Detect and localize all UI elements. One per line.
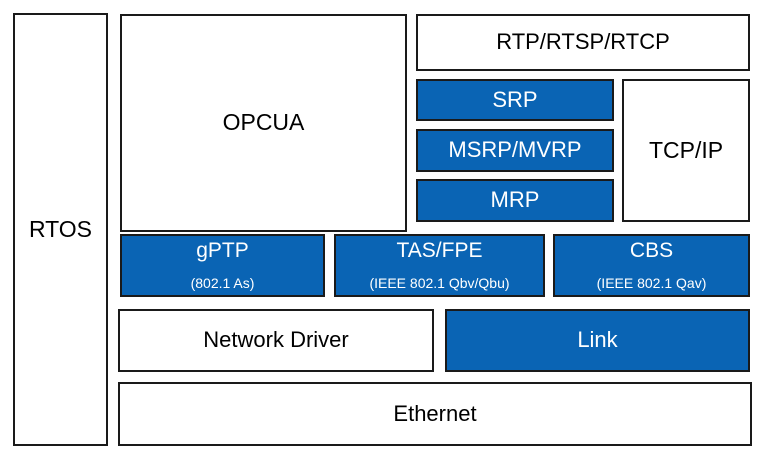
link-block: Link xyxy=(445,309,750,372)
tcpip-label: TCP/IP xyxy=(648,136,724,163)
ethernet-block: Ethernet xyxy=(118,382,752,446)
link-label: Link xyxy=(577,327,618,353)
network-driver-label: Network Driver xyxy=(203,327,349,353)
rtos-block: RTOS xyxy=(13,13,108,446)
network-driver-block: Network Driver xyxy=(118,309,434,372)
tcpip-block: TCP/IP xyxy=(622,79,750,222)
mrp-label: MRP xyxy=(490,187,540,213)
msrp-mvrp-block: MSRP/MVRP xyxy=(416,129,614,172)
srp-block: SRP xyxy=(416,79,614,121)
gptp-block: gPTP (802.1 As) xyxy=(120,234,325,297)
tas-fpe-block: TAS/FPE (IEEE 802.1 Qbv/Qbu) xyxy=(334,234,545,297)
cbs-block: CBS (IEEE 802.1 Qav) xyxy=(553,234,750,297)
opcua-block: OPCUA xyxy=(120,14,407,232)
gptp-standard: (802.1 As) xyxy=(190,274,255,291)
tas-fpe-standard: (IEEE 802.1 Qbv/Qbu) xyxy=(369,274,510,291)
srp-label: SRP xyxy=(492,86,538,112)
rtp-block: RTP/RTSP/RTCP xyxy=(416,14,750,71)
rtp-label: RTP/RTSP/RTCP xyxy=(496,29,670,55)
ethernet-label: Ethernet xyxy=(393,400,477,426)
cbs-label: CBS xyxy=(629,239,674,262)
gptp-label: gPTP xyxy=(196,239,249,262)
rtos-label: RTOS xyxy=(28,215,93,242)
msrp-mvrp-label: MSRP/MVRP xyxy=(448,137,582,163)
mrp-block: MRP xyxy=(416,179,614,222)
tas-fpe-label: TAS/FPE xyxy=(396,239,483,262)
cbs-standard: (IEEE 802.1 Qav) xyxy=(596,274,707,291)
opcua-label: OPCUA xyxy=(222,109,305,136)
